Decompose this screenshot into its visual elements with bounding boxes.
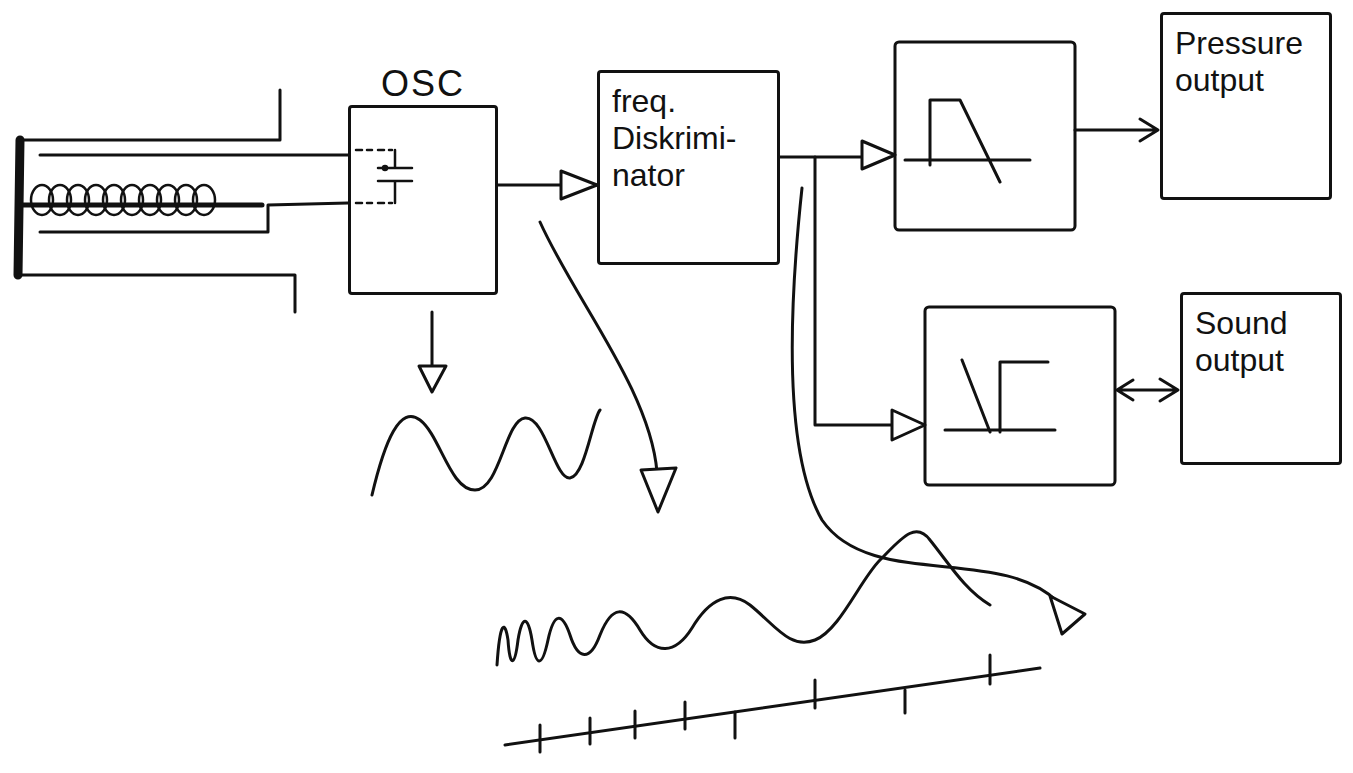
coil xyxy=(22,185,262,215)
block-label: Pressure output xyxy=(1175,25,1317,99)
signal-arrow xyxy=(498,184,597,187)
output-box: Pressure output xyxy=(1160,12,1332,200)
capacitor-symbol xyxy=(356,150,412,203)
block-label: Sound output xyxy=(1195,305,1327,379)
signal-path xyxy=(780,42,1178,485)
sensor-tube xyxy=(18,90,348,312)
output-box: Sound output xyxy=(1180,292,1342,465)
waveform-sketch xyxy=(372,188,1085,752)
oscillator-box: OSC xyxy=(348,62,498,295)
block-label: freq. Diskrimi- nator xyxy=(612,83,765,193)
block-heading: OSC xyxy=(348,62,498,105)
discriminator-box: freq. Diskrimi- nator xyxy=(597,70,780,265)
block-outline xyxy=(348,105,498,295)
